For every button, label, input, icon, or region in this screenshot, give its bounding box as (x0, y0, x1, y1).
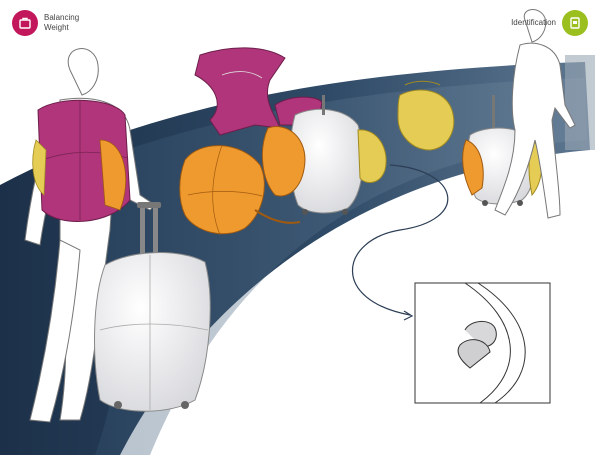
backpack-orange-side (99, 139, 127, 211)
identification-text: Identification (511, 18, 556, 28)
detail-inset (414, 282, 551, 404)
balancing-weight-line1: Balancing (44, 13, 80, 22)
middle-suitcase (261, 95, 387, 215)
right-figure (494, 9, 576, 219)
backpack-yellow-side (32, 139, 47, 196)
balancing-weight-line2: Weight (44, 23, 69, 32)
floating-yellow-shell (397, 89, 455, 151)
balancing-weight-badge (12, 10, 38, 36)
balancing-weight-label: Balancing Weight (12, 10, 79, 36)
left-figure (24, 48, 156, 423)
identification-line1: Identification (511, 18, 556, 27)
identification-label: Identification (511, 10, 588, 36)
floating-orange-shell (179, 145, 265, 235)
suitcase-icon (19, 17, 31, 29)
identification-badge (562, 10, 588, 36)
floating-harness (194, 47, 286, 136)
right-wall (565, 55, 595, 150)
front-suitcase (94, 202, 211, 412)
detail-connector (352, 164, 449, 316)
id-tag-icon (570, 17, 580, 29)
balancing-weight-text: Balancing Weight (44, 13, 79, 33)
